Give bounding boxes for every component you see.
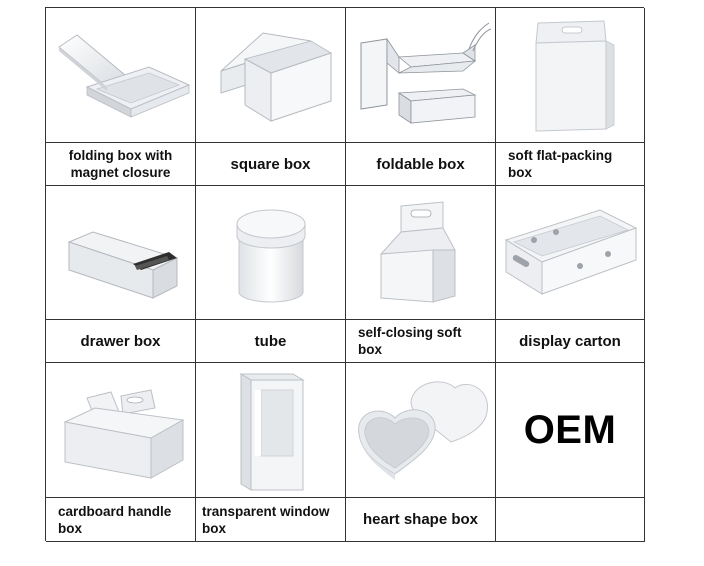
foldable-box-image <box>346 8 496 143</box>
square-box-icon <box>220 31 332 122</box>
folding-box-image <box>46 8 196 143</box>
label-folding-box: folding box with magnet closure <box>46 143 196 186</box>
oem-cell: OEM <box>496 363 645 498</box>
display-carton-image <box>496 186 645 320</box>
flat-packing-box-image <box>496 8 645 143</box>
label-drawer-box: drawer box <box>46 320 196 363</box>
label-flat-packing-box: soft flat-packing box <box>496 143 645 186</box>
handle-box-image <box>46 363 196 498</box>
self-closing-box-icon <box>379 201 456 303</box>
label-heart-box: heart shape box <box>346 498 496 542</box>
label-window-box: transparent window box <box>196 498 346 542</box>
handle-box-icon <box>62 388 185 479</box>
tube-icon <box>236 209 305 303</box>
tube-image <box>196 186 346 320</box>
self-closing-box-image <box>346 186 496 320</box>
flat-packing-box-icon <box>535 19 615 132</box>
label-empty <box>496 498 645 542</box>
square-box-image <box>196 8 346 143</box>
label-tube: tube <box>196 320 346 363</box>
folding-box-icon <box>57 33 190 118</box>
window-box-image <box>196 363 346 498</box>
oem-text: OEM <box>523 407 617 452</box>
window-box-icon <box>238 372 305 491</box>
foldable-box-icon <box>360 22 491 124</box>
label-foldable-box: foldable box <box>346 143 496 186</box>
display-carton-icon <box>504 209 638 295</box>
label-self-closing-box: self-closing soft box <box>346 320 496 363</box>
box-types-grid: folding box with magnet closure square b… <box>45 7 645 542</box>
heart-box-image <box>346 363 496 498</box>
label-handle-box: cardboard handle box <box>46 498 196 542</box>
label-square-box: square box <box>196 143 346 186</box>
drawer-box-image <box>46 186 196 320</box>
heart-box-icon <box>357 380 488 480</box>
drawer-box-icon <box>67 231 178 299</box>
label-display-carton: display carton <box>496 320 645 363</box>
